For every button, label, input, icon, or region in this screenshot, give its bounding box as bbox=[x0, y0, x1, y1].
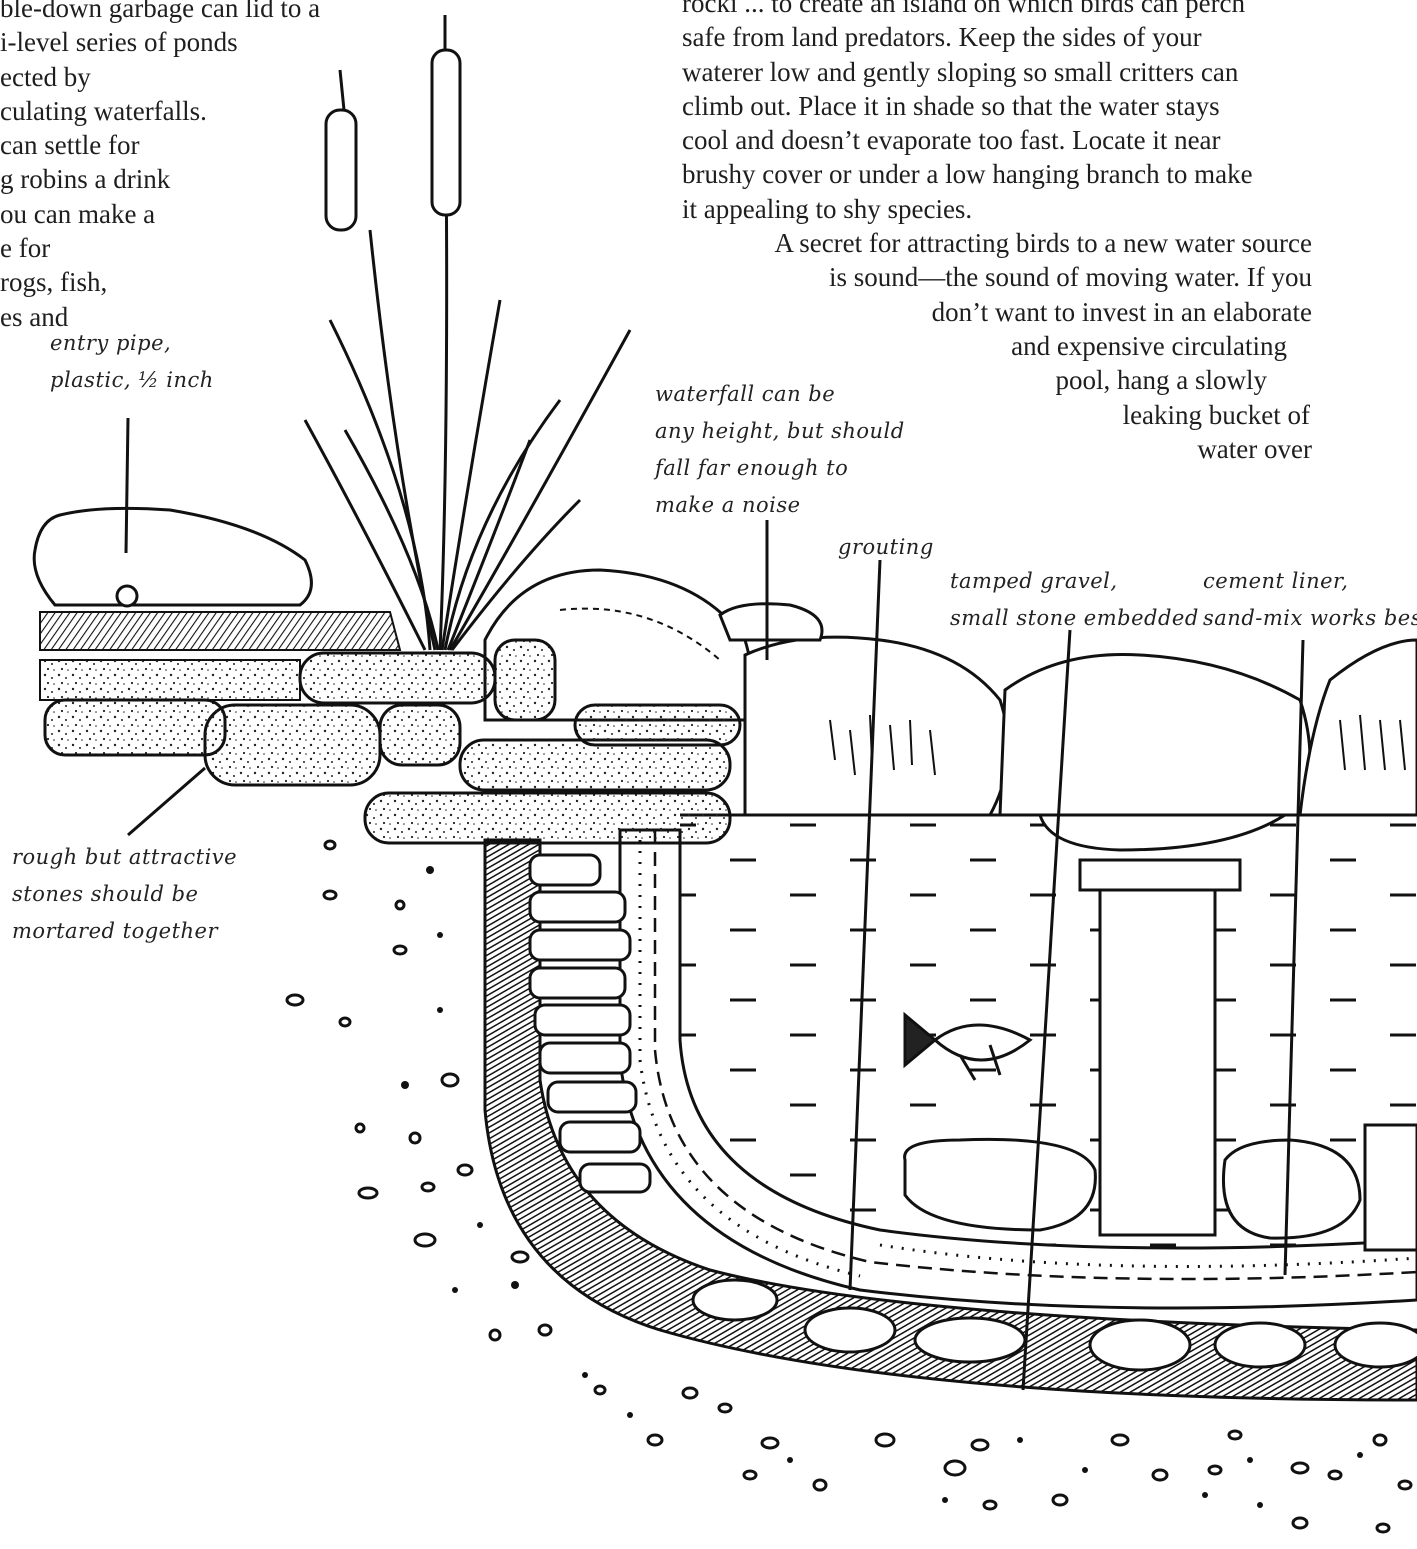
right-line: rocki ... to create an island on which b… bbox=[682, 0, 1312, 20]
right-line: don’t want to invest in an elaborate bbox=[682, 295, 1312, 329]
right-line: and expensive circulating bbox=[682, 329, 1312, 363]
ground-strata bbox=[40, 660, 300, 700]
boulder-3 bbox=[1000, 654, 1310, 815]
left-line: g robins a drink bbox=[0, 162, 320, 196]
label-cement-liner: cement liner, sand-mix works best bbox=[1203, 563, 1417, 637]
label-rough-stones: rough but attractive stones should be mo… bbox=[12, 839, 237, 950]
left-line: culating waterfalls. bbox=[0, 94, 320, 128]
right-line: is sound—the sound of moving water. If y… bbox=[682, 260, 1312, 294]
left-line: e for bbox=[0, 231, 320, 265]
left-line: can settle for bbox=[0, 128, 320, 162]
left-line: ou can make a bbox=[0, 197, 320, 231]
left-line: ected by bbox=[0, 60, 320, 94]
right-line: cool and doesn’t evaporate too fast. Loc… bbox=[682, 123, 1312, 157]
ledge bbox=[40, 612, 400, 650]
bucket-block bbox=[1365, 1125, 1417, 1250]
cattails bbox=[305, 15, 630, 650]
boulder-top bbox=[720, 604, 822, 640]
label-grouting: grouting bbox=[838, 529, 934, 566]
right-line: brushy cover or under a low hanging bran… bbox=[682, 157, 1312, 191]
left-column-text: ble-down garbage can lid to a i-level se… bbox=[0, 0, 320, 334]
left-line: i-level series of ponds bbox=[0, 25, 320, 59]
right-line: climb out. Place it in shade so that the… bbox=[682, 89, 1312, 123]
pond-stone-left bbox=[905, 1139, 1096, 1230]
pond-stone-right bbox=[1223, 1140, 1360, 1238]
top-slab bbox=[34, 508, 311, 605]
right-line: waterer low and gently sloping so small … bbox=[682, 55, 1312, 89]
cattail-heads bbox=[326, 50, 460, 230]
left-line: ble-down garbage can lid to a bbox=[0, 0, 320, 25]
right-line: safe from land predators. Keep the sides… bbox=[682, 20, 1312, 54]
label-entry-pipe: entry pipe, plastic, ½ inch bbox=[50, 325, 214, 399]
right-line: A secret for attracting birds to a new w… bbox=[682, 226, 1312, 260]
pedestal bbox=[1080, 860, 1240, 1235]
boulder-4 bbox=[1300, 640, 1417, 815]
label-waterfall: waterfall can be any height, but should … bbox=[655, 376, 905, 524]
left-line: rogs, fish, bbox=[0, 265, 320, 299]
label-tamped-gravel: tamped gravel, small stone embedded bbox=[950, 563, 1199, 637]
entry-pipe-opening bbox=[117, 586, 137, 606]
right-line: it appealing to shy species. bbox=[682, 192, 1312, 226]
